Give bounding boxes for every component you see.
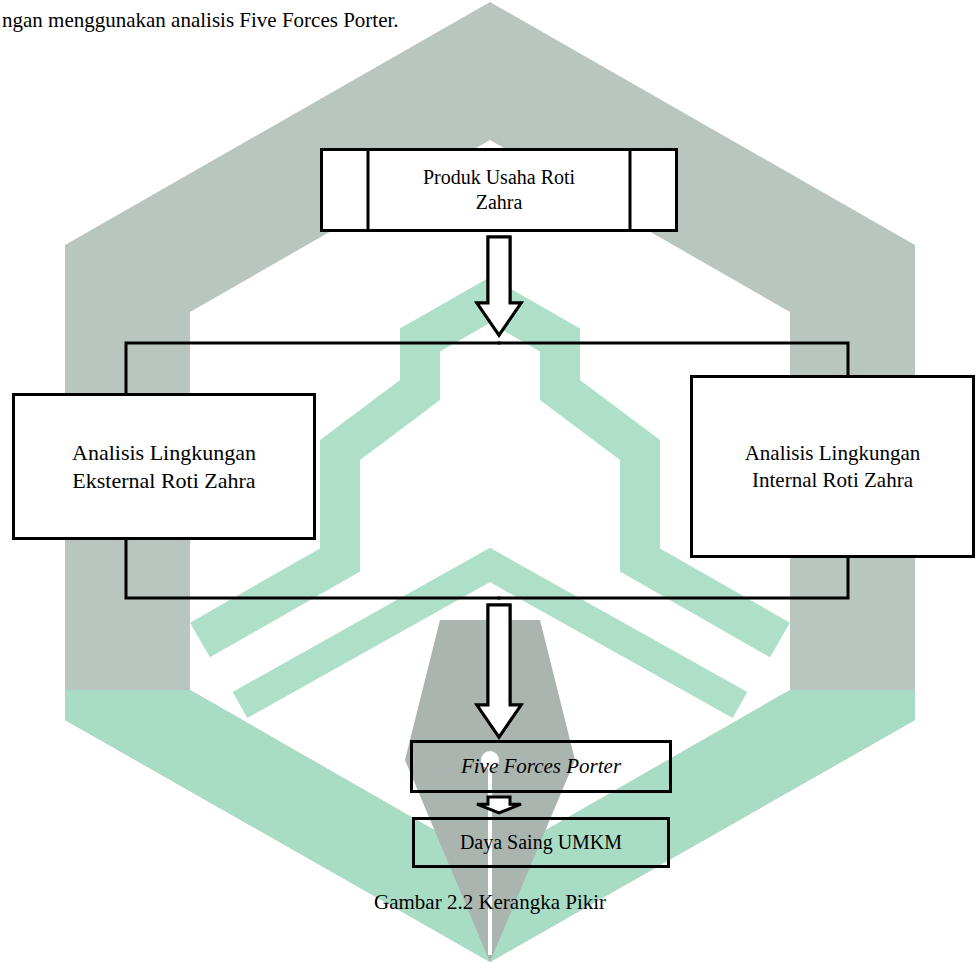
frame-line: [126, 343, 499, 393]
external-analysis-box: Analisis Lingkungan Eksternal Roti Zahra: [12, 393, 316, 540]
figure-caption: Gambar 2.2 Kerangka Pikir: [374, 890, 606, 915]
frame-line: [126, 540, 499, 598]
process-side-bar: [367, 148, 370, 232]
block-arrow: [477, 605, 521, 737]
block-arrow: [477, 605, 521, 737]
node-label: Analisis Lingkungan Internal Roti Zahra: [715, 440, 950, 493]
frame-line: [499, 343, 848, 375]
flow-connector: [477, 797, 521, 813]
block-arrow: [477, 797, 521, 813]
flow-connector: [477, 237, 848, 375]
node-label: Five Forces Porter: [461, 753, 621, 779]
process-outline: [320, 148, 678, 232]
method-box: Five Forces Porter: [410, 740, 672, 793]
process-border: [322, 150, 677, 231]
pen-slit: [488, 760, 492, 955]
flow-connector: [126, 237, 521, 393]
block-arrow: [477, 237, 521, 335]
frame-line: [499, 558, 848, 598]
flow-connector: [477, 558, 848, 737]
node-label: Produk Usaha Roti Zahra: [409, 165, 589, 215]
input-product-box: Produk Usaha Roti Zahra: [320, 148, 678, 232]
process-side-bar: [629, 148, 632, 232]
node-label: Daya Saing UMKM: [460, 830, 622, 855]
block-arrow: [477, 237, 521, 335]
internal-analysis-box: Analisis Lingkungan Internal Roti Zahra: [690, 375, 975, 558]
intro-sentence: ngan menggunakan analisis Five Forces Po…: [2, 8, 399, 33]
flow-connector: [126, 540, 521, 737]
node-label: Analisis Lingkungan Eksternal Roti Zahra: [39, 439, 289, 494]
output-box: Daya Saing UMKM: [412, 817, 670, 868]
